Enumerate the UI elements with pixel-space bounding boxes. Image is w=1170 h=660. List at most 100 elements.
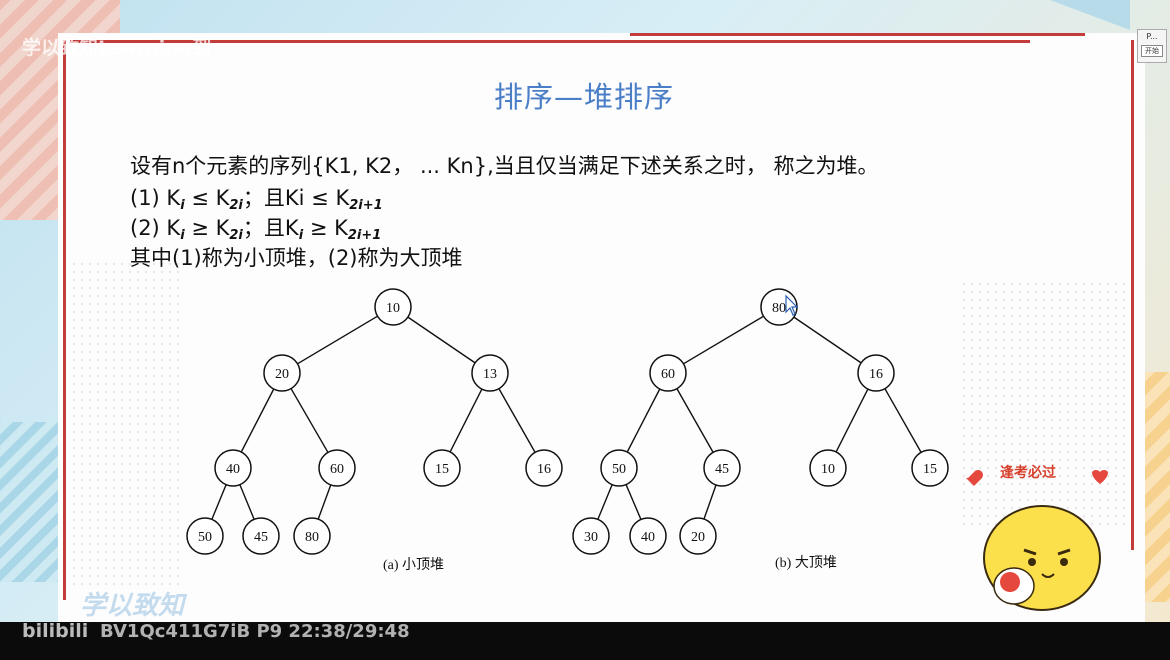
tree-edge (793, 316, 862, 364)
subscript: 2i+1 (349, 198, 383, 213)
heap-naming-line: 其中(1)称为小顶堆，(2)称为大顶堆 (130, 246, 463, 270)
subscript: i (180, 198, 185, 213)
brand-signature: 学以致知 (80, 591, 185, 621)
slide-title: 排序—堆排序 (494, 80, 675, 114)
text-run: ；且K (242, 216, 299, 240)
node-circle (214, 449, 252, 487)
node-value: 15 (923, 462, 937, 477)
heap-node: 16 (857, 354, 895, 392)
video-id-timestamp: BV1Qc411G7iB P9 22:38/29:48 (100, 621, 410, 642)
mini-player-title: P... (1146, 32, 1158, 41)
node-value: 15 (435, 462, 449, 477)
stripe-decoration (0, 422, 60, 582)
node-value: 50 (198, 530, 212, 545)
subscript: i (298, 228, 304, 243)
heap-node: 10 (374, 288, 412, 326)
text-run: ≤ K (184, 186, 230, 210)
node-value: 50 (612, 462, 626, 477)
node-value: 40 (641, 530, 655, 545)
node-value: 30 (584, 530, 598, 545)
node-value: 10 (821, 462, 835, 477)
heap-node: 40 (214, 449, 252, 487)
node-circle (318, 449, 356, 487)
subscript: 2i (229, 198, 243, 213)
heap-node: 16 (525, 449, 563, 487)
node-value: 60 (661, 367, 675, 382)
node-circle (572, 517, 610, 555)
tree-edge (884, 388, 922, 453)
heap-node: 15 (911, 449, 949, 487)
node-value: 80 (305, 530, 319, 545)
mini-player-start-button[interactable]: 开始 (1141, 45, 1163, 57)
subscript: i (180, 228, 185, 243)
node-circle (263, 354, 301, 392)
node-circle (649, 354, 687, 392)
node-value: 60 (330, 462, 344, 477)
subscript: 2i+1 (347, 228, 382, 243)
heap-node: 50 (186, 517, 224, 555)
heap-node: 13 (471, 354, 509, 392)
heap-node: 60 (649, 354, 687, 392)
mouse-cursor-icon (785, 294, 799, 316)
text-run: ；且Ki ≤ K (242, 186, 350, 210)
slide-border (70, 40, 1030, 43)
tree-edge (239, 484, 255, 520)
tree-edge (676, 388, 714, 453)
tree-edge (597, 484, 613, 520)
tree-edge (407, 316, 476, 364)
node-value: 16 (537, 462, 551, 477)
slide-border (1131, 40, 1134, 550)
node-circle (293, 517, 331, 555)
tree-edge (317, 484, 332, 520)
channel-watermark: 学以致知Learning到 (22, 37, 212, 59)
node-circle (600, 449, 638, 487)
mini-player-window[interactable]: P... 开始 (1137, 29, 1167, 63)
text-run: (1) K (130, 186, 181, 210)
node-circle (809, 449, 847, 487)
node-circle (679, 517, 717, 555)
node-circle (374, 288, 412, 326)
heap-node: 20 (263, 354, 301, 392)
heap-node: 40 (629, 517, 667, 555)
heap-node: 10 (809, 449, 847, 487)
text-run: ≥ K (303, 216, 348, 240)
min-heap-caption: (a) 小顶堆 (383, 557, 444, 573)
node-circle (525, 449, 563, 487)
mascot-caption: 逢考必过 (1000, 465, 1056, 481)
dot-pattern (70, 260, 180, 590)
min-heap-tree: 10 20 13 40 60 15 16 50 45 80 (186, 288, 563, 555)
tree-edge (626, 388, 661, 453)
text-run: (2) K (130, 216, 181, 240)
heap-node: 60 (318, 449, 356, 487)
node-value: 16 (869, 367, 883, 382)
condition-min-heap: (1) Ki ≤ K2i；且Ki ≤ K2i+1 (130, 182, 383, 213)
heap-node: 80 (293, 517, 331, 555)
tree-edge (211, 484, 227, 520)
tree-edge (498, 388, 536, 453)
dot-pattern (960, 280, 1130, 530)
subscript: 2i (229, 228, 243, 243)
node-value: 20 (691, 530, 705, 545)
tree-edge (449, 388, 483, 453)
node-value: 13 (483, 367, 497, 382)
heap-node: 30 (572, 517, 610, 555)
node-value: 10 (386, 301, 400, 316)
node-circle (911, 449, 949, 487)
node-circle (703, 449, 741, 487)
slide-border (630, 33, 1085, 36)
tree-edge (683, 315, 764, 365)
node-value: 45 (715, 462, 729, 477)
node-circle (186, 517, 224, 555)
heap-node: 45 (242, 517, 280, 555)
tree-edge (703, 484, 717, 520)
heap-node: 50 (600, 449, 638, 487)
node-circle (423, 449, 461, 487)
mascot-sticker-icon (966, 470, 1108, 611)
text-run: ≥ K (184, 216, 230, 240)
video-info-bar (0, 622, 1170, 660)
heap-node: 15 (423, 449, 461, 487)
max-heap-caption: (b) 大顶堆 (775, 555, 837, 571)
node-circle (471, 354, 509, 392)
node-value: 20 (275, 367, 289, 382)
